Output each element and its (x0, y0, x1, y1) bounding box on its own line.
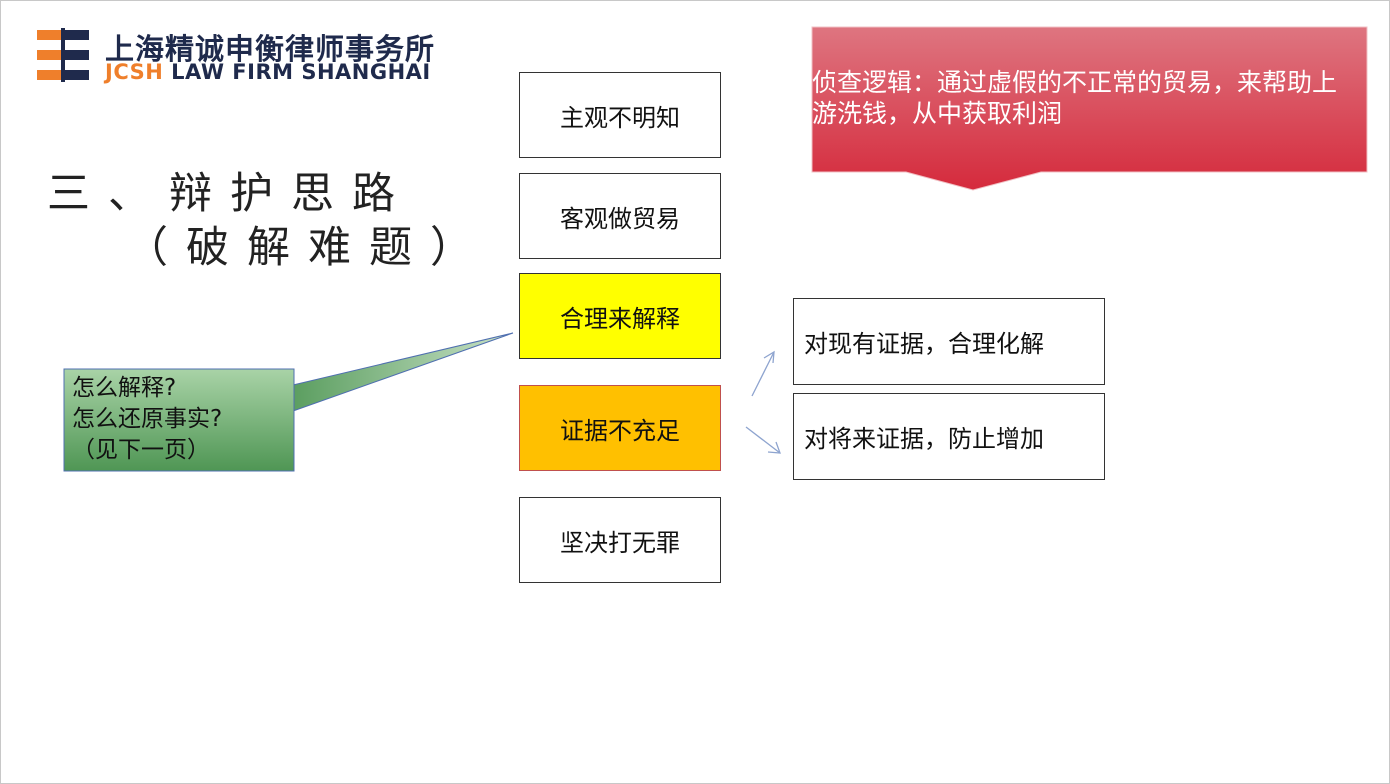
box-not-guilty: 坚决打无罪 (519, 497, 721, 583)
page-subtitle: （破解难题） (125, 223, 491, 273)
box-explanation: 合理来解释 (519, 273, 721, 359)
note-line-1: 怎么解释? (72, 375, 177, 401)
note-line-3: （见下一页） (72, 437, 210, 463)
box-objective: 客观做贸易 (519, 173, 721, 259)
page-title: 三、辩护思路 (47, 169, 413, 219)
box-subjective: 主观不明知 (519, 72, 721, 158)
arrow-up-icon (751, 350, 775, 397)
firm-name-en: JCSH LAW FIRM SHANGHAI (105, 60, 431, 84)
firm-name-cn: 上海精诚申衡律师事务所 (105, 32, 436, 66)
note-callout-tail (292, 332, 514, 412)
box-existing-evidence: 对现有证据，合理化解 (793, 298, 1105, 385)
firm-name-en-rest: LAW FIRM SHANGHAI (163, 60, 431, 84)
box-future-evidence: 对将来证据，防止增加 (793, 393, 1105, 480)
logic-callout-text: 侦查逻辑：通过虚假的不正常的贸易，来帮助上游洗钱，从中获取利润 (812, 68, 1338, 128)
note-line-2: 怎么还原事实? (72, 406, 223, 432)
box-insufficient-evidence: 证据不充足 (519, 385, 721, 471)
logo-mark-icon (37, 28, 89, 82)
logic-callout-shape (811, 26, 1368, 191)
firm-name-en-accent: JCSH (105, 60, 164, 84)
arrow-down-icon (745, 426, 781, 454)
note-callout-text: 怎么解释? 怎么还原事实? （见下一页） (72, 373, 222, 466)
note-callout-shape (63, 368, 295, 472)
firm-logo: 上海精诚申衡律师事务所 JCSH LAW FIRM SHANGHAI (37, 28, 434, 84)
